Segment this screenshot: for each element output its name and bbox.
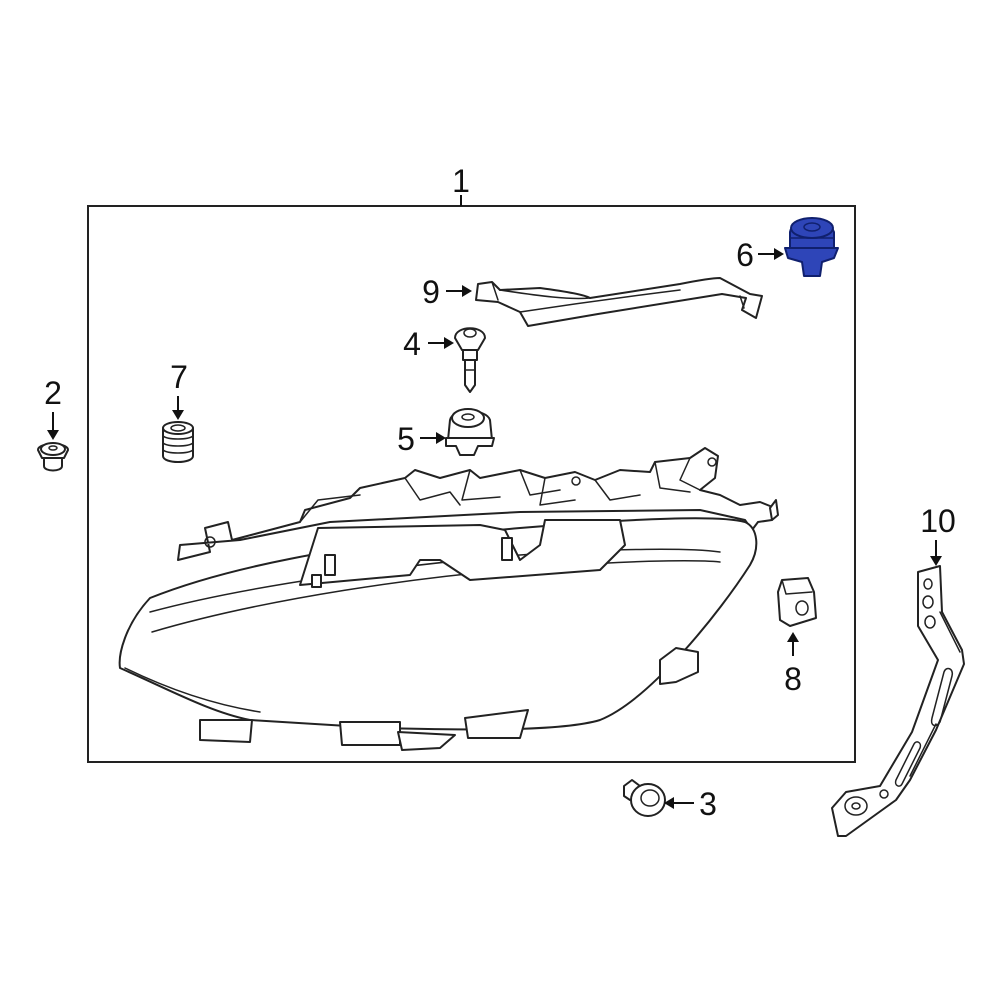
callout-7: 7 (170, 359, 188, 395)
callout-4-arrow (444, 337, 454, 349)
part-9-bracket[interactable] (475, 277, 763, 327)
part-7-sleeve[interactable] (162, 421, 194, 463)
part-6-adjuster-highlighted[interactable] (784, 217, 839, 277)
callout-5-arrow (436, 432, 446, 444)
callout-9: 9 (422, 274, 440, 310)
part-10-mounting-bracket[interactable] (831, 565, 965, 837)
callout-8: 8 (784, 661, 802, 697)
callout-7-arrow (172, 410, 184, 420)
callout-10: 10 (920, 503, 956, 539)
callout-4: 4 (403, 326, 421, 362)
callout-2-arrow (47, 430, 59, 440)
part-4-screw[interactable] (454, 327, 486, 393)
callout-2: 2 (44, 375, 62, 411)
callout-8-arrow (787, 632, 799, 642)
assembly-frame (87, 205, 856, 763)
callout-3: 3 (699, 786, 717, 822)
callout-10-arrow (930, 556, 942, 566)
part-5-clip[interactable] (445, 408, 495, 456)
callout-1: 1 (452, 163, 470, 199)
part-2-grommet[interactable] (37, 442, 69, 472)
callout-6: 6 (736, 237, 754, 273)
callout-5: 5 (397, 421, 415, 457)
callout-6-arrow (774, 248, 784, 260)
callout-9-arrow (462, 285, 472, 297)
part-3-bolt[interactable] (623, 779, 666, 817)
headlamp-assembly[interactable] (118, 447, 779, 751)
part-8-clip[interactable] (777, 577, 817, 627)
callout-3-arrow (664, 797, 674, 809)
